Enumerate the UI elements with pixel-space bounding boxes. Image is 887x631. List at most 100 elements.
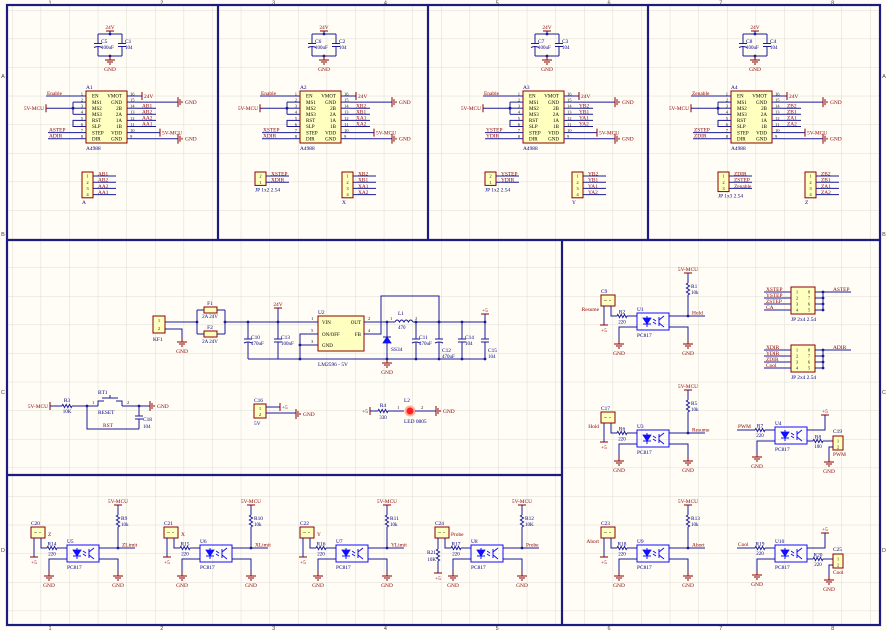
wire [503,558,523,572]
gnd-label: GND [447,583,459,589]
power-port-label: 5V-MCU [377,499,397,505]
pin-name: MS3 [529,113,539,118]
pin-number: 1 [259,406,262,411]
power-port-label: +5 [601,445,607,451]
power-port-label: 5V-MCU [24,106,44,112]
resistor-designator: R19 [756,542,765,548]
gnd-label: GND [112,583,124,589]
pin-number: 10 [130,128,135,133]
pin-name: DIR [306,137,315,142]
coil-net: YB1 [579,110,589,116]
power-port-label: 5V-MCU [678,267,698,273]
pin-number: 9 [130,134,133,139]
cap-designator: C12 [442,348,451,354]
driver-designator: A3 [523,85,530,91]
driver-part: A4988 [523,146,538,152]
wire [444,538,451,549]
coil-net: YA2 [579,122,589,128]
inductor-designator: L1 [398,311,404,317]
connector-net: YB2 [588,171,598,177]
pin-name: EN [737,95,744,100]
pin-number: 5 [295,116,298,121]
coil-net: XB2 [356,103,366,109]
ground-icon [683,460,693,466]
pin-number: 1 [295,91,298,96]
pin-name: VIN [322,321,331,326]
row-marker: C [1,390,5,396]
connector-net: XA1 [358,184,369,190]
pin-name: GND [111,101,122,106]
pin-number: 2 [259,174,262,179]
resistor-designator: R12 [525,516,534,522]
pin-number: 2 [86,180,89,185]
sheet-border [5,3,882,627]
input-connector [163,526,179,539]
connector-designator: X [342,200,346,206]
pc817-optocoupler [636,312,670,331]
pin-number: 3 [722,186,725,191]
input-net: PWM [738,424,751,430]
phototransistor-icon [796,429,803,442]
power-port-label: +5 [482,308,488,314]
gnd-label: GND [622,100,634,106]
pin-name: RST [306,119,315,124]
pin-name: 1B [330,125,337,130]
pin-number: 4 [726,110,729,115]
pin-number: 1 [796,290,799,295]
output-connector [832,553,844,569]
resistor-value: 10k [691,291,699,296]
header-connector [81,171,94,199]
header-net: ZSTEP [766,299,782,305]
pin-number: 1 [576,174,579,179]
wire [618,443,637,457]
connector-designator: C17 [601,406,610,412]
pin-name: RST [92,119,101,124]
pin-number: 1 [158,318,161,323]
pin-name: STEP [306,131,318,136]
connector-net: AA1 [98,190,109,196]
connector-net: ZB2 [821,171,831,177]
resistor-value: 100 [814,445,822,450]
gnd-label: GND [399,137,411,143]
pin-number: 1 [390,316,393,321]
light-arrow-icon [790,432,795,439]
ground-icon [448,575,458,581]
wire [299,333,318,359]
opto-part: PC817 [775,447,790,453]
power-port-label: 5V-MCU [678,499,698,505]
pin-number: 10 [775,128,780,133]
gnd-label: GND [516,583,528,589]
pin-number: 2 [837,563,840,568]
gnd-label: GND [682,351,694,357]
power-port-label: +5 [822,527,828,533]
connector-net: XB2 [358,171,368,177]
pin-name: GND [322,344,333,349]
input-connector [30,526,46,539]
button-label: RESET [98,410,115,416]
pin-number: 1 [81,91,84,96]
pin-number: 12 [130,116,135,121]
pin-number: 2 [368,316,371,321]
coil-net: XA1 [356,116,367,122]
pin-number: 4 [809,192,812,197]
led-icon [404,405,416,417]
pin-number: 12 [344,116,349,121]
cap-value: 104 [465,342,473,347]
ground-icon [517,575,527,581]
pin-number: 1 [346,174,349,179]
enable-net: Zenable [692,91,710,97]
resistor-designator: R5 [691,401,698,407]
phototransistor-icon [658,547,665,560]
input-net: Y [317,532,321,538]
coil-net: ZA1 [787,116,797,122]
light-arrow-icon [351,550,356,557]
wire [165,328,183,338]
gnd-label: GND [443,409,455,415]
resistor-value: 10K [525,523,534,528]
header-net: YSTEP [766,293,782,299]
gnd-label: GND [613,468,625,474]
phototransistor-icon [357,547,364,560]
pin-name: 2B [116,107,123,112]
lm2596-regulator [317,315,365,352]
